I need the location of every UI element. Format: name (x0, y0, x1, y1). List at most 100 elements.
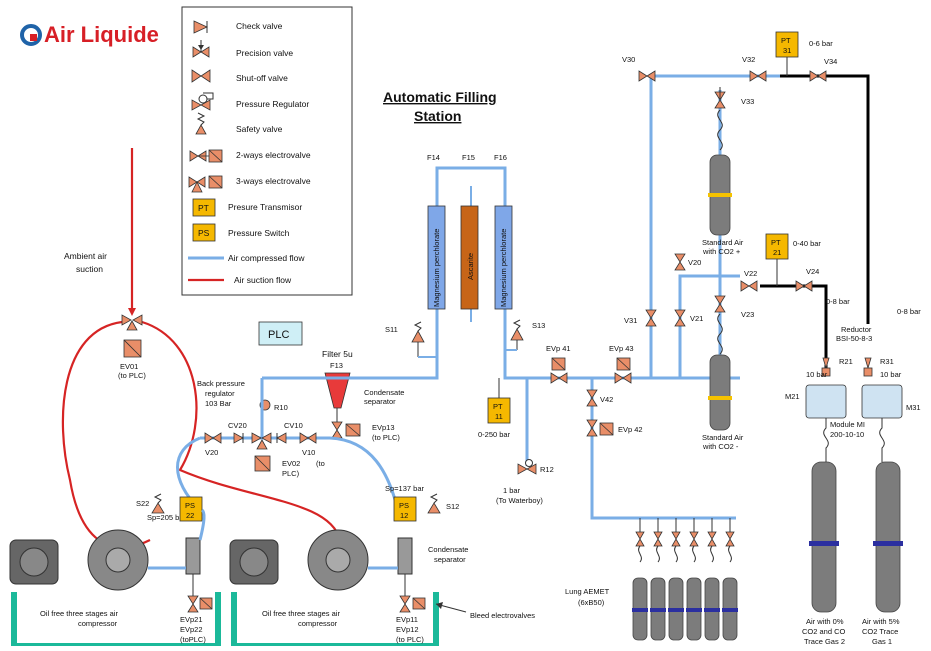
legend: Check valve Precision valve Shut-off val… (181, 6, 353, 296)
pt11-range: 0-250 bar (478, 430, 511, 439)
filter-label: Filter 5u (322, 349, 353, 359)
cv10-check-icon (276, 432, 287, 444)
logo-text: Air Liquide (44, 22, 159, 47)
v20-right-valve-icon (674, 253, 686, 271)
diagram-title-line1: Automatic Filling (383, 89, 497, 105)
v34-label: V34 (824, 57, 837, 66)
ps-box-icon (192, 223, 216, 242)
f15-label: F15 (462, 153, 475, 162)
manifold-to-comp2 (329, 436, 402, 521)
check-valve-icon (193, 20, 208, 34)
ps12-text-1: PS (399, 501, 409, 510)
separator-1 (185, 537, 201, 575)
module-m31 (861, 384, 903, 419)
evp41-valve-icon (550, 357, 568, 384)
column-f15-label: Ascarite (466, 253, 475, 280)
lung-cylinders (632, 518, 738, 641)
evp43-label: EVp 43 (609, 344, 634, 353)
evp43-valve-icon (614, 357, 632, 384)
v42-label: V42 (600, 395, 613, 404)
compressor2-label-1: Oil free three stages air (262, 609, 340, 618)
sp137-label: Sp=137 bar (385, 484, 424, 493)
ps12-box (393, 496, 417, 522)
m21-label: M21 (785, 392, 800, 401)
trace-gas2-band (809, 541, 839, 546)
lung-label-1: Lung AEMET (565, 587, 610, 596)
std-minus-label-2: with CO2 - (702, 442, 739, 451)
v21-label: V21 (690, 314, 703, 323)
pt31-text-2: 31 (783, 46, 791, 55)
evp11-bleed-valve-icon (399, 595, 426, 613)
evp13-sublabel: (to PLC) (372, 433, 400, 442)
v22-label: V22 (744, 269, 757, 278)
m31-label: M31 (906, 403, 921, 412)
column-f15 (460, 205, 479, 310)
trace-gas1-band (873, 541, 903, 546)
legend-label-check-valve: Check valve (236, 21, 283, 31)
condensate1-label-2: separator (364, 397, 396, 406)
ambient-label-2: suction (76, 264, 103, 274)
diagram-title-line2: Station (414, 108, 461, 124)
column-f16-label: Magnesium perchlorate (499, 229, 508, 307)
evp13-label: EVp13 (372, 423, 395, 432)
f14-label: F14 (427, 153, 440, 162)
s13-label: S13 (532, 321, 545, 330)
bar10b-label: 10 bar (880, 370, 902, 379)
two-way-electrovalve-icon (189, 149, 223, 163)
ps22-box (179, 496, 203, 522)
pt21-range: 0-40 bar (793, 239, 821, 248)
ev02-valve-icon (251, 432, 272, 472)
s22-safety-icon (151, 493, 165, 514)
legend-label-pressure-regulator: Pressure Regulator (236, 99, 309, 109)
legend-label-three-way: 3-ways electrovalve (236, 176, 311, 186)
r21-regulator-icon (821, 357, 831, 377)
compressor-unit-2 (229, 529, 439, 649)
column-f16 (494, 205, 513, 310)
evp13-valve-icon (331, 421, 361, 439)
pt11-text-2: 11 (495, 412, 503, 421)
filter-f13-icon (324, 372, 351, 409)
three-way-electrovalve-icon (188, 175, 223, 193)
v30-label: V30 (622, 55, 635, 64)
s11-safety-icon (411, 321, 425, 343)
evp41-label: EVp 41 (546, 344, 571, 353)
v10-label: V10 (302, 448, 315, 457)
v42-valve-icon (586, 389, 598, 407)
upper-black-line (780, 74, 870, 324)
pressure-regulator-icon (191, 92, 214, 111)
v33-label: V33 (741, 97, 754, 106)
gas1-label-1: Air with 5% (862, 617, 900, 626)
v31-label: V31 (624, 316, 637, 325)
gas2-label-3: Trace Gas 2 (804, 637, 845, 646)
backpressure-label-1: Back pressure (197, 379, 245, 388)
evp22-label: EVp22 (180, 625, 203, 634)
evp11-label: EVp11 (396, 615, 418, 624)
precision-valve-icon (192, 40, 210, 58)
v23-valve-icon (714, 295, 726, 313)
air-liquide-logo: Air Liquide (20, 22, 159, 47)
ev02-label: EV02 (282, 459, 300, 468)
gas2-label-1: Air with 0% (806, 617, 844, 626)
shutoff-valve-icon (191, 69, 211, 83)
compressor2-label-2: compressor (298, 619, 338, 628)
ev01-sublabel: (to PLC) (118, 371, 146, 380)
bleed-label: Bleed electrovalves (470, 611, 535, 620)
legend-label-air-line: Air compressed flow (228, 253, 305, 263)
std-minus-cylinder (709, 354, 731, 431)
std-minus-label-1: Standard Air (702, 433, 744, 442)
v10-to-label: (to (316, 459, 325, 468)
r12-label: R12 (540, 465, 554, 474)
module-label-2: 200-10-10 (830, 430, 864, 439)
reductor-label-2: BSI-50-8-3 (836, 334, 872, 343)
suction-arrow-icon (128, 308, 136, 316)
upper-standard-line (649, 74, 868, 378)
ev02-sublabel: PLC) (282, 469, 300, 478)
evp21-label: EVp21 (180, 615, 203, 624)
compressor1-label-2: compressor (78, 619, 118, 628)
pt11-text-1: PT (493, 402, 503, 411)
condensate1-label-1: Condensate (364, 388, 404, 397)
mid-black-line (760, 284, 828, 370)
logo-mark-icon (20, 24, 42, 46)
legend-label-suction-line: Air suction flow (234, 275, 292, 285)
